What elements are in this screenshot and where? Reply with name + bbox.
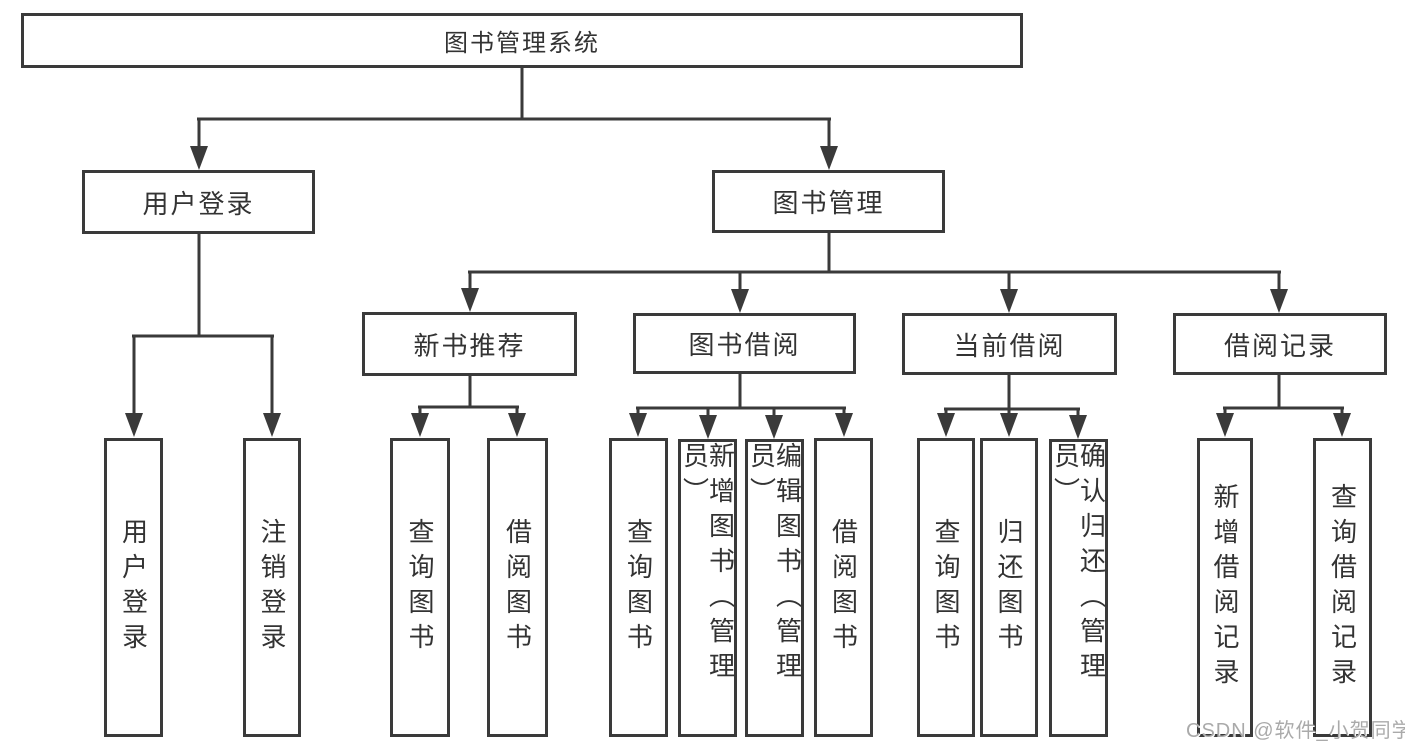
arrowhead-icon: [1216, 413, 1234, 437]
arrowhead-icon: [461, 288, 479, 312]
arrowhead-icon: [629, 413, 647, 437]
leaf-label: 新增图书（管理员）: [679, 442, 736, 687]
leaf-label: 借阅图书: [502, 517, 533, 658]
leaf-label: 查询借阅记录: [1327, 482, 1358, 693]
node-book-management-branch: 图书管理: [712, 170, 945, 233]
arrowhead-icon: [1000, 289, 1018, 313]
node-new-book-recommend: 新书推荐: [362, 312, 577, 376]
edge-root-to-level2: [190, 68, 838, 170]
leaf-query-books-1: 查询图书: [390, 438, 450, 737]
node-root-library-system: 图书管理系统: [21, 13, 1023, 68]
edge-bookborrow-to-children: [629, 374, 853, 439]
leaf-label: 编辑图书（管理员）: [746, 442, 803, 687]
edge-bookmgmt-to-level3: [461, 233, 1288, 313]
node-book-borrowing: 图书借阅: [633, 313, 856, 374]
node-borrowing-records: 借阅记录: [1173, 313, 1387, 375]
node-label: 当前借阅: [953, 330, 1066, 361]
arrowhead-icon: [508, 413, 526, 437]
leaf-label: 新增借阅记录: [1210, 482, 1240, 693]
node-user-login-branch: 用户登录: [82, 170, 315, 234]
leaf-borrow-books-1: 借阅图书: [487, 438, 548, 737]
leaf-label: 查询图书: [405, 517, 435, 658]
node-label: 借阅记录: [1223, 330, 1336, 361]
arrowhead-icon: [835, 413, 853, 437]
leaf-query-books-3: 查询图书: [917, 438, 975, 737]
edge-newbooks-to-children: [411, 376, 526, 437]
node-label: 用户登录: [142, 188, 255, 219]
arrowhead-icon: [411, 413, 429, 437]
leaf-label: 借阅图书: [828, 517, 859, 658]
arrowhead-icon: [699, 415, 717, 439]
arrowhead-icon: [731, 289, 749, 313]
leaf-label: 注销登录: [257, 517, 287, 658]
arrowhead-icon: [1270, 289, 1288, 313]
leaf-user-login: 用户登录: [104, 438, 163, 737]
arrowhead-icon: [1069, 415, 1087, 439]
leaf-query-borrow-record: 查询借阅记录: [1313, 438, 1372, 737]
leaf-edit-books-admin: 编辑图书（管理员）: [745, 439, 804, 737]
arrowhead-icon: [1333, 413, 1351, 437]
node-current-borrowing: 当前借阅: [902, 313, 1117, 375]
node-label: 图书借阅: [688, 330, 801, 360]
csdn-watermark: CSDN @软件_小贺同学: [1186, 720, 1405, 742]
node-label: 图书管理: [772, 188, 885, 218]
leaf-borrow-books-2: 借阅图书: [814, 438, 873, 737]
arrowhead-icon: [125, 413, 143, 437]
arrowhead-icon: [765, 415, 783, 439]
leaf-add-borrow-record: 新增借阅记录: [1197, 438, 1253, 737]
arrowhead-icon: [190, 146, 208, 170]
leaf-label: 用户登录: [118, 517, 149, 658]
leaf-label: 查询图书: [623, 517, 654, 658]
leaf-confirm-return-admin: 确认归还（管理员）: [1049, 439, 1108, 737]
edge-records-to-children: [1216, 375, 1351, 437]
leaf-label: 确认归还（管理员）: [1050, 442, 1107, 687]
arrowhead-icon: [1000, 413, 1018, 437]
leaf-logout: 注销登录: [243, 438, 301, 737]
node-label: 图书管理系统: [444, 30, 600, 57]
leaf-query-books-2: 查询图书: [609, 438, 668, 737]
leaf-label: 归还图书: [994, 517, 1024, 658]
edge-currentborrow-to-children: [937, 375, 1087, 439]
leaf-add-books-admin: 新增图书（管理员）: [678, 439, 737, 737]
arrowhead-icon: [820, 146, 838, 170]
arrowhead-icon: [263, 413, 281, 437]
leaf-return-books: 归还图书: [980, 438, 1038, 737]
edge-userlogin-to-children: [125, 234, 281, 437]
leaf-label: 查询图书: [931, 517, 961, 658]
node-label: 新书推荐: [413, 330, 526, 361]
arrowhead-icon: [937, 413, 955, 437]
